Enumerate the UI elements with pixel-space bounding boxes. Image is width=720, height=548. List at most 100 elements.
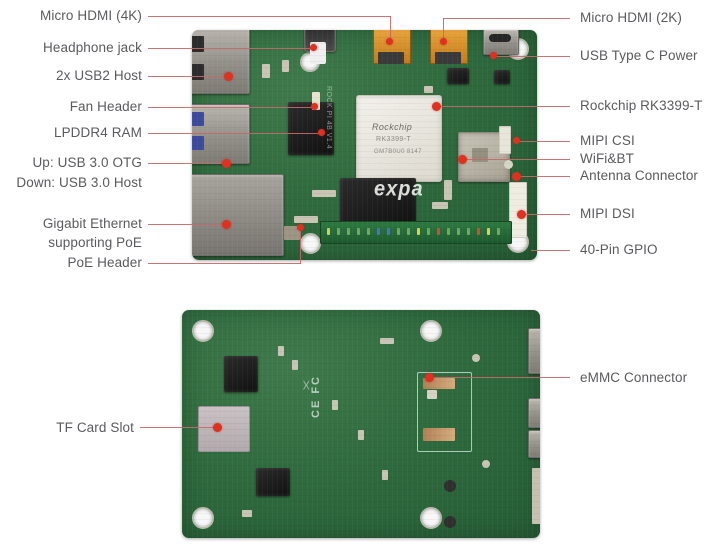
leader-gigabit-ethernet (148, 224, 226, 226)
dot-micro-hdmi-2k (440, 38, 447, 45)
micro-hdmi-2k-shell (435, 52, 461, 64)
dot-rockchip-soc (432, 102, 441, 111)
label-emmc-connector: eMMC Connector (580, 370, 688, 385)
dot-poe-header (297, 224, 304, 231)
usb3-host-slot (192, 136, 204, 150)
component-speckle-8 (242, 510, 252, 517)
usb2-host-port-slot-2 (192, 64, 204, 80)
label-lpddr4-ram: LPDDR4 RAM (53, 125, 142, 140)
leader-usb3 (148, 163, 226, 165)
dot-mipi-csi (513, 137, 520, 144)
dot-usb-type-c (490, 52, 497, 59)
component-cluster-c (424, 86, 433, 93)
leader-micro-hdmi-4k-drop (390, 16, 392, 42)
leader-headphone-jack (148, 48, 314, 50)
leader-emmc-connector (429, 377, 570, 379)
dot-tf-card-slot (213, 423, 222, 432)
leader-tf-card-slot (140, 427, 216, 429)
pmic-chip (447, 68, 469, 84)
bottom-chip-a (224, 356, 258, 392)
component-speckle-4 (358, 430, 364, 440)
fan-header-pads (312, 92, 320, 110)
regulator-chip (494, 70, 510, 84)
component-speckle-3 (332, 400, 338, 410)
component-cluster-d (444, 180, 452, 200)
dot-gigabit-ethernet (222, 220, 231, 229)
emmc-connector-pads-top (423, 378, 455, 389)
leader-gpio-40pin (531, 250, 570, 252)
gigabit-ethernet-port (192, 174, 284, 256)
emmc-connector-outline (417, 372, 472, 452)
label-usb-type-c-power: USB Type C Power (580, 48, 698, 63)
bottom-mounting-hole-top-left (192, 320, 214, 342)
label-usb3-host: Down: USB 3.0 Host (16, 175, 142, 190)
label-antenna-connector: Antenna Connector (580, 168, 699, 183)
emmc-connector-pads-bottom (423, 428, 455, 441)
leader-rockchip-soc (436, 106, 570, 108)
dot-wifi-bt (458, 155, 467, 164)
leader-fan-header (148, 107, 315, 109)
board-edge-silkscreen: ROCK PI 4B V1.4 (325, 86, 332, 150)
usb-type-c-connector (483, 30, 519, 55)
dot-micro-hdmi-4k (386, 38, 393, 45)
leader-mipi-csi (517, 141, 570, 143)
dot-emmc-connector (425, 373, 434, 382)
label-headphone-jack: Headphone jack (43, 40, 142, 55)
label-gigabit-ethernet-line1: Gigabit Ethernet (42, 216, 142, 231)
dot-fan-header (311, 103, 318, 110)
label-wifi-bt: WiFi&BT (580, 151, 634, 166)
label-mipi-dsi: MIPI DSI (580, 206, 635, 221)
leader-antenna-connector (517, 176, 570, 178)
lpddr4-ram-chip-bottom (340, 178, 416, 226)
board-logo: expa (374, 177, 424, 201)
wifi-module-marking (472, 148, 488, 162)
mounting-hole-bottom-left (300, 233, 321, 254)
bottom-edge-fpc (532, 468, 540, 524)
soc-vendor-text: Rockchip (372, 122, 413, 132)
gpio-40pin-header (320, 221, 512, 244)
component-cluster-b (282, 60, 289, 72)
sdio-pads (312, 190, 336, 197)
component-speckle-11 (444, 516, 456, 528)
tf-card-slot (198, 406, 250, 452)
component-speckle-10 (444, 480, 456, 492)
poe-header-pins (284, 226, 300, 240)
label-gpio-40pin: 40-Pin GPIO (580, 242, 658, 257)
leader-usb-type-c (494, 56, 570, 58)
leader-poe-header (148, 263, 301, 265)
mipi-csi-connector (499, 126, 511, 154)
usb3-otg-slot (192, 112, 204, 126)
lpddr4-ram-chip-top (288, 102, 334, 155)
label-micro-hdmi-4k: Micro HDMI (4K) (40, 8, 142, 23)
leader-mipi-dsi (522, 214, 570, 216)
label-usb2-host: 2x USB2 Host (56, 68, 142, 83)
gpio-pin-row (323, 226, 507, 241)
top-board-photo: Rockchip RK3399-T GM7B0U0 8147 ROCK PI 4… (192, 30, 537, 260)
bottom-mounting-hole-bottom-mid (420, 507, 442, 529)
component-speckle-5 (382, 470, 388, 480)
usb-type-c-mouth (489, 34, 511, 42)
label-mipi-csi: MIPI CSI (580, 133, 635, 148)
leader-micro-hdmi-2k-drop (443, 18, 445, 42)
dot-antenna-connector (512, 172, 521, 181)
bottom-board-photo: CE FC ☓ (182, 310, 540, 538)
label-rockchip-soc: Rockchip RK3399-T (580, 98, 703, 113)
label-usb3-otg: Up: USB 3.0 OTG (32, 155, 142, 170)
emmc-connector-post (427, 390, 437, 399)
micro-hdmi-4k-shell (378, 52, 404, 64)
usb2-host-port-slot-1 (192, 36, 204, 52)
dot-mipi-dsi (517, 210, 526, 219)
bottom-edge-port-mid (528, 398, 540, 428)
fcc-ce-marks: CE FC (310, 375, 322, 418)
leader-micro-hdmi-4k (148, 16, 391, 18)
dot-usb3 (222, 159, 231, 168)
leader-micro-hdmi-2k (443, 18, 570, 20)
label-tf-card-slot: TF Card Slot (56, 420, 134, 435)
label-micro-hdmi-2k: Micro HDMI (2K) (580, 10, 682, 25)
leader-poe-header-rise (300, 228, 302, 264)
bottom-chip-b (256, 468, 290, 496)
label-fan-header: Fan Header (69, 99, 142, 114)
bottom-edge-port-top (528, 328, 540, 374)
component-speckle-1 (278, 346, 284, 356)
leader-usb2-host (148, 76, 228, 78)
